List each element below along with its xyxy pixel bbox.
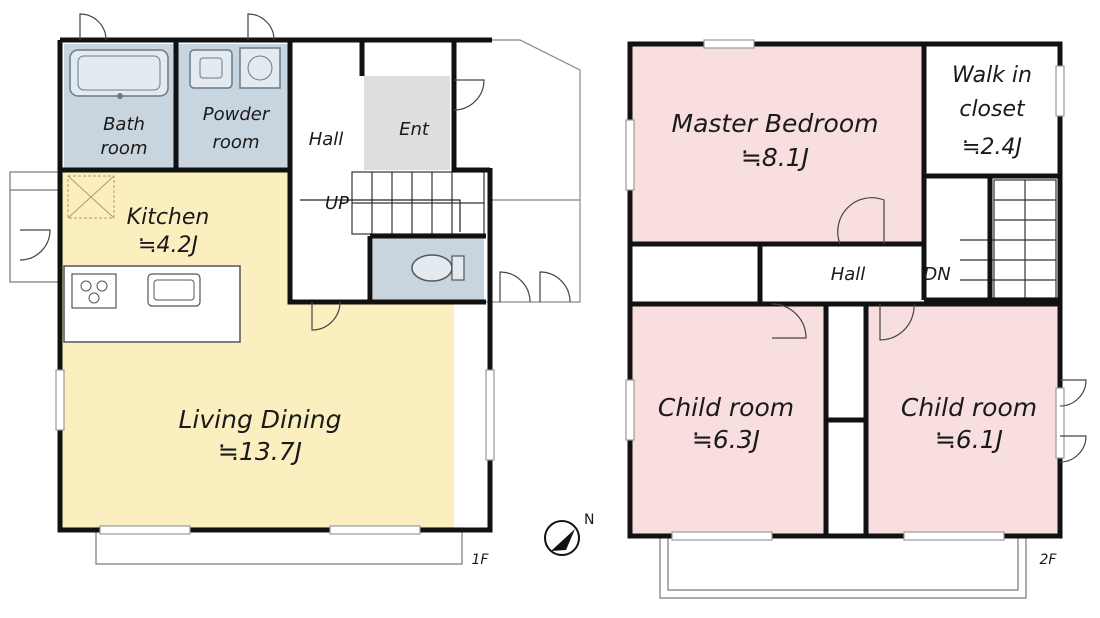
living-name: Living Dining	[179, 405, 342, 434]
powder-room-label-1: Powder	[203, 104, 271, 125]
first-floor-doors	[19, 13, 571, 331]
child-room-right-name: Child room	[901, 393, 1037, 422]
hall-label-1f: Hall	[309, 129, 344, 150]
bath-room-label-2: room	[101, 138, 148, 159]
kitchen-size: ≒4.2J	[138, 233, 198, 258]
entrance-fill	[364, 76, 450, 170]
stairs-down-label: DN	[923, 264, 950, 285]
second-floor-plan	[625, 39, 1087, 599]
second-floor-walls	[627, 41, 1063, 539]
kitchen-name: Kitchen	[127, 205, 210, 230]
kitchen-sink	[147, 273, 201, 307]
child-room-left-size: ≒6.3J	[692, 425, 760, 454]
second-floor-labels: Master Bedroom ≒8.1J Walk in closet ≒2.4…	[658, 63, 1058, 568]
second-floor-stairs	[960, 179, 1057, 299]
second-floor-balcony	[659, 536, 1027, 599]
bath-room-label-1: Bath	[103, 114, 145, 135]
floor-label-1f: 1F	[472, 552, 490, 568]
toilet-bowl	[411, 254, 453, 282]
first-floor-stairs	[300, 171, 485, 235]
living-kitchen-fill	[62, 172, 454, 528]
master-bedroom-name: Master Bedroom	[672, 109, 879, 138]
walkin-closet-label-2: closet	[959, 97, 1026, 122]
wash-basin	[189, 49, 233, 89]
entrance-label: Ent	[399, 119, 430, 140]
bathtub	[69, 49, 169, 97]
entrance-porch	[454, 39, 581, 303]
first-floor-windows	[55, 369, 495, 535]
side-step	[9, 171, 63, 283]
walkin-closet-size: ≒2.4J	[962, 135, 1022, 160]
child-room-right-fill	[868, 306, 1058, 534]
floor-label-2f: 2F	[1040, 552, 1058, 568]
child-room-right-size: ≒6.1J	[935, 425, 1003, 454]
second-floor-doors	[771, 197, 1087, 463]
stove	[71, 273, 117, 309]
compass-icon: N	[544, 512, 594, 556]
first-floor-plan	[9, 13, 581, 565]
child-room-left-fill	[632, 306, 826, 534]
compass-north-label: N	[584, 512, 594, 528]
master-bedroom-fill	[632, 46, 922, 242]
stairs-up-label: UP	[325, 193, 349, 214]
first-floor-walls	[57, 37, 493, 533]
hall-label-2f: Hall	[831, 264, 866, 285]
washing-machine	[239, 47, 281, 89]
powder-room-label-2: room	[213, 132, 260, 153]
living-size: ≒13.7J	[218, 437, 302, 466]
master-bedroom-size: ≒8.1J	[741, 143, 809, 172]
kitchen-counter	[63, 265, 241, 343]
child-room-left-name: Child room	[658, 393, 794, 422]
kitchen-fridge-area	[67, 175, 115, 219]
second-floor-windows	[625, 39, 1065, 541]
walkin-closet-label-1: Walk in	[952, 63, 1032, 88]
first-floor-labels: Bath room Powder room Hall Ent UP Kitche…	[101, 104, 490, 568]
